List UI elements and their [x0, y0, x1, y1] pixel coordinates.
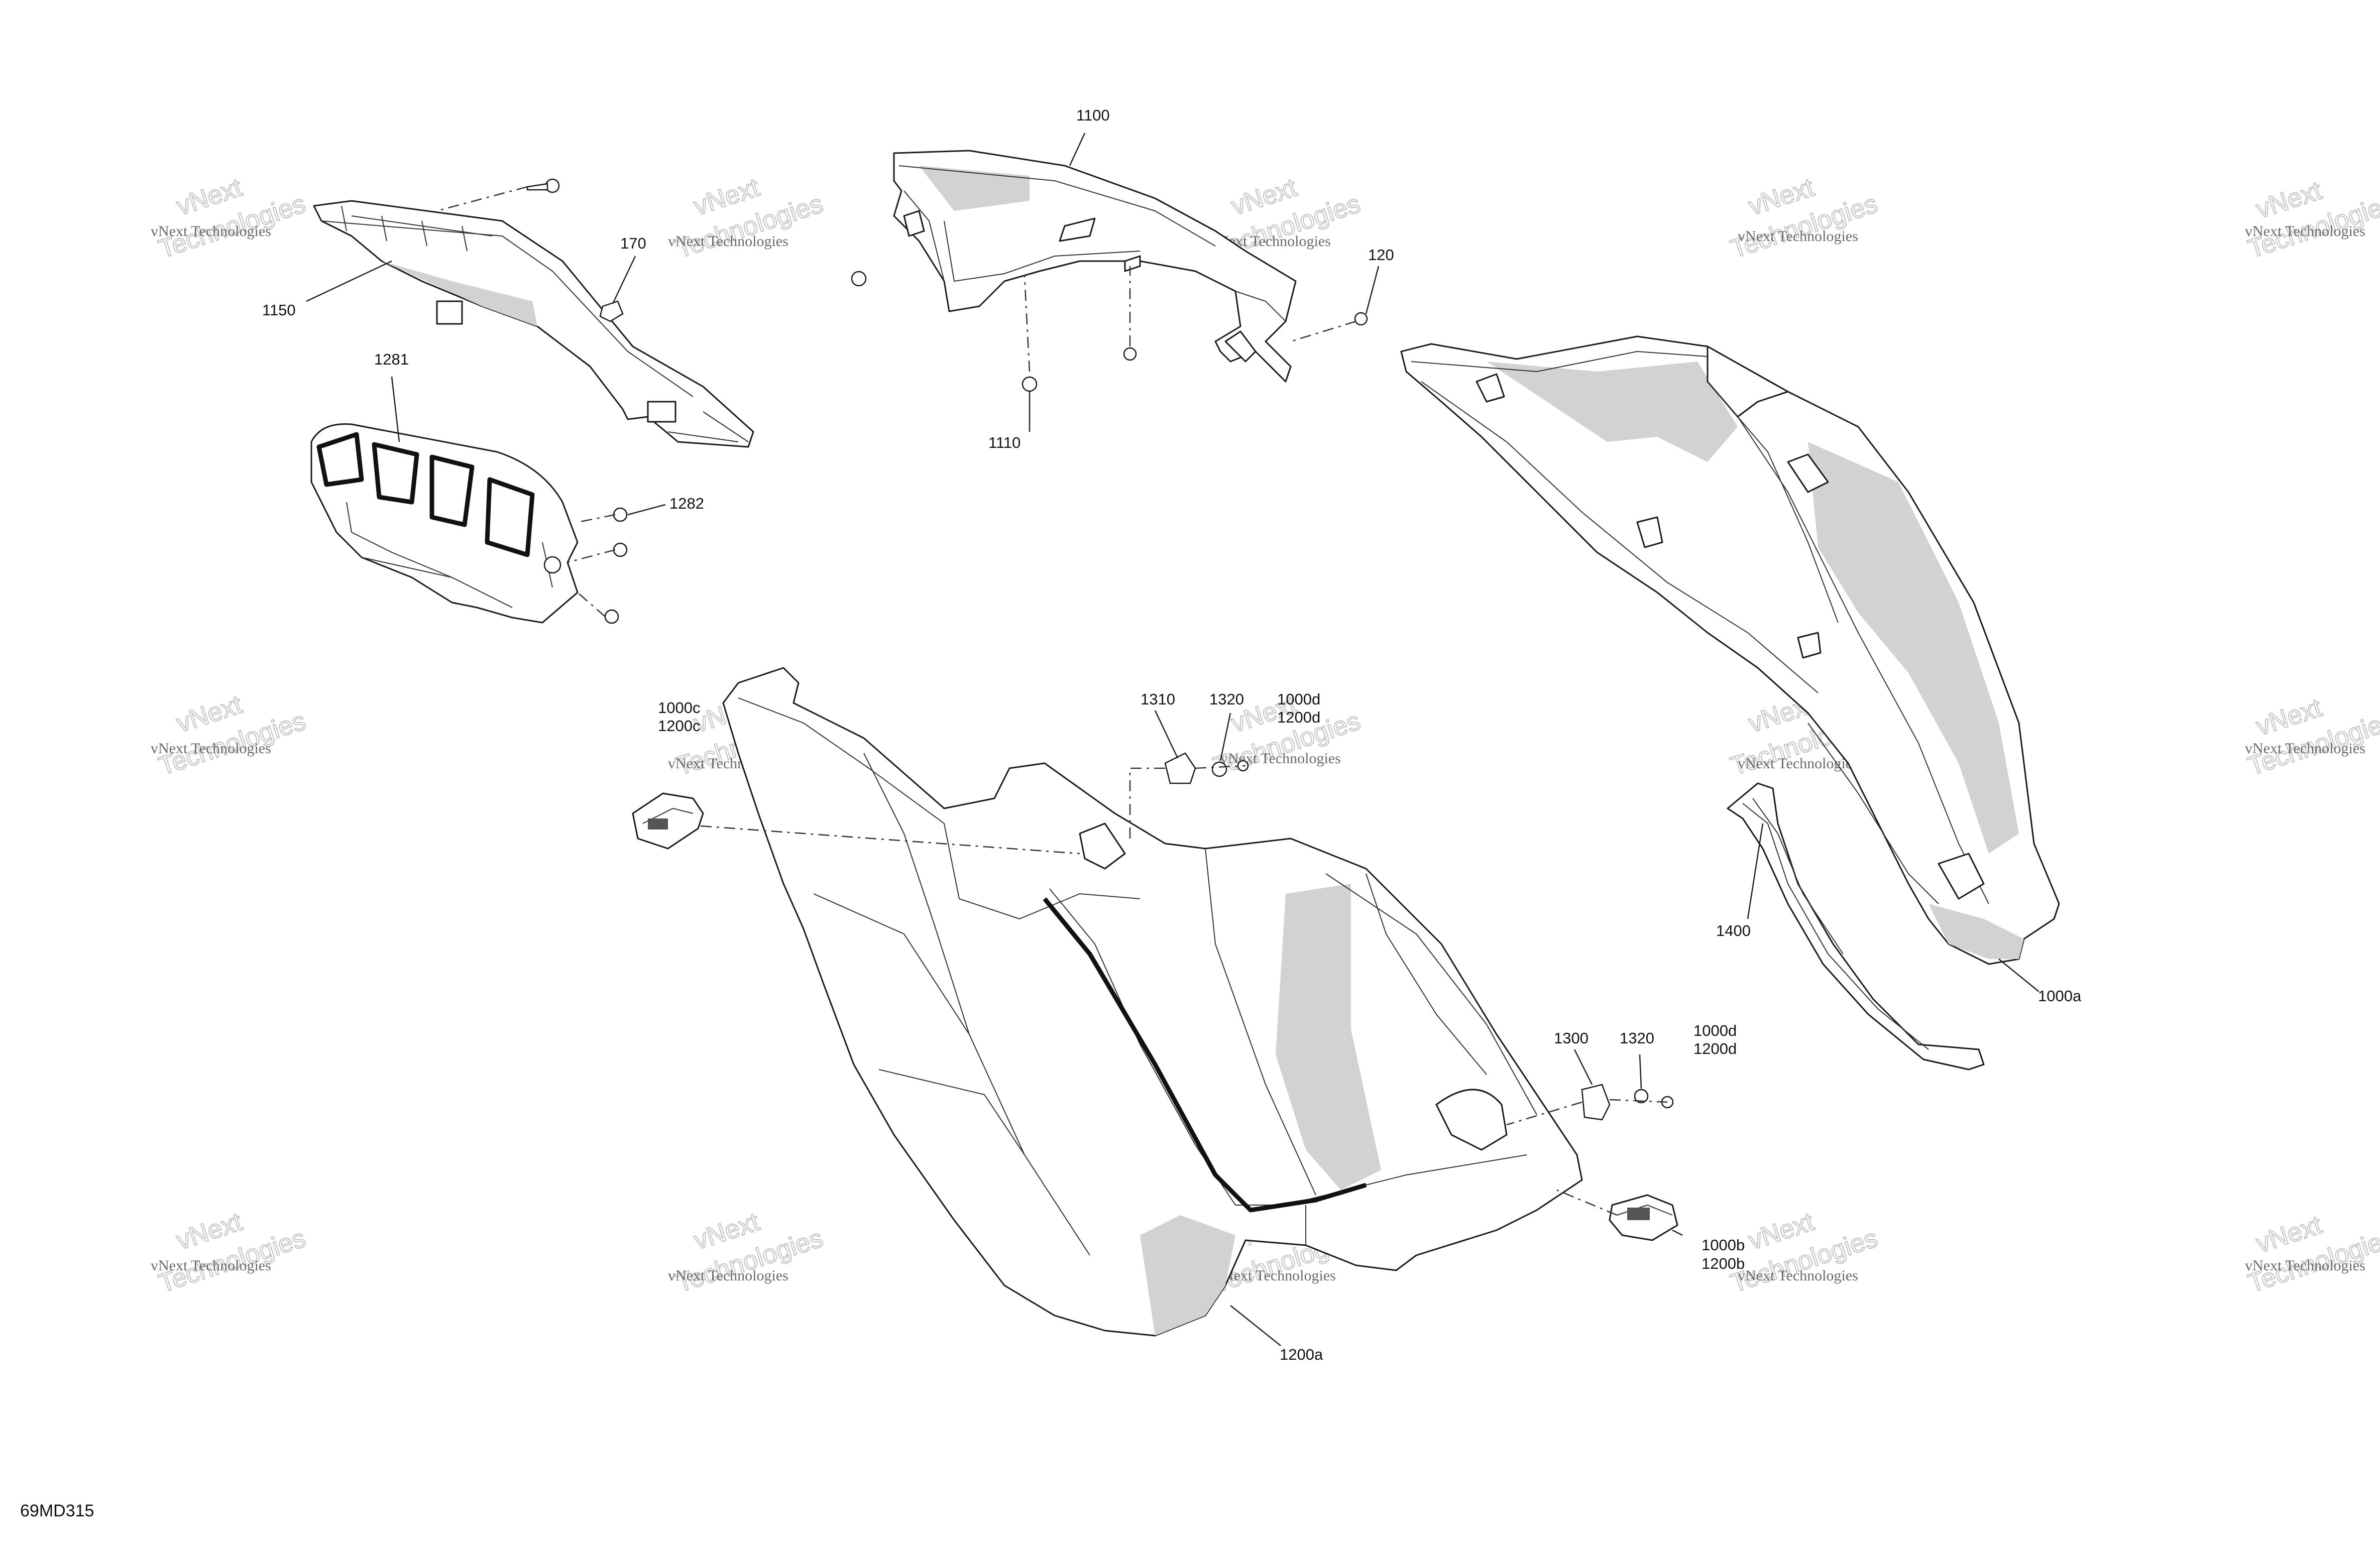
part-1100-center-bracket: [893, 150, 1297, 383]
watermark: vNext Technologies vNext Technologies: [151, 172, 310, 265]
watermark-caption: vNext Technologies: [1738, 1267, 1858, 1284]
watermark: vNext Technologies vNext Technologies: [668, 1207, 827, 1299]
watermark-caption: vNext Technologies: [2245, 1257, 2365, 1274]
callout-1200d-bottom: 1200d: [1693, 1040, 1737, 1057]
part-1200a-front-panel: [722, 667, 1583, 1337]
screw-icon: [613, 542, 628, 557]
assembly-lines: [436, 186, 1668, 1216]
callout-170: 170: [620, 234, 646, 252]
callout-120: 120: [1368, 246, 1394, 264]
watermark: vNext Technologies vNext Technologies: [1727, 1207, 1882, 1299]
callout-1320-bottom: 1320: [1620, 1029, 1654, 1047]
callout-1281: 1281: [374, 350, 409, 368]
watermark: vNext Technologies vNext Technologies: [668, 172, 827, 265]
callout-1300: 1300: [1554, 1029, 1589, 1047]
part-1400-trim-strip: [1727, 782, 1985, 1071]
callout-1200b: 1200b: [1702, 1255, 1745, 1272]
watermark: vNext Technologies vNext Technologies: [2244, 1210, 2380, 1298]
callout-labels: 1100 170 1150 120 1110 1281 1282 1000c 1…: [262, 106, 2082, 1363]
watermark: vNext Technologies vNext Technologies: [1727, 172, 1882, 265]
seal-1320-icon: [1211, 761, 1227, 777]
callout-1000b: 1000b: [1702, 1236, 1745, 1254]
callout-1100: 1100: [1076, 106, 1110, 124]
watermark: vNext Technologies vNext Technologies: [2244, 175, 2380, 264]
bulb-socket-1310-icon: [1164, 752, 1196, 784]
seal-1320-icon: [1634, 1089, 1649, 1104]
watermark-caption: vNext Technologies: [151, 740, 271, 757]
nut-170-icon: [599, 300, 624, 322]
watermark-caption: vNext Technologies: [2245, 223, 2365, 240]
watermark-caption: vNext Technologies: [668, 1267, 788, 1284]
callout-1110: 1110: [988, 434, 1021, 451]
callout-1000c: 1000c: [658, 699, 700, 717]
part-1000b-light: [1609, 1194, 1678, 1241]
part-1000c-light: [632, 792, 704, 850]
callout-1320-top: 1320: [1209, 690, 1244, 708]
callout-1150: 1150: [262, 301, 296, 319]
watermark-caption: vNext Technologies: [2245, 740, 2365, 757]
callout-1000d-top: 1000d: [1277, 690, 1320, 708]
callout-1000d-bottom: 1000d: [1693, 1022, 1737, 1039]
screw-icon: [604, 609, 619, 624]
nut-icon: [851, 271, 867, 287]
screw-1282-icon: [613, 507, 628, 522]
watermark-caption: vNext Technologies: [151, 1257, 271, 1274]
screw-1110-icon: [1022, 376, 1038, 392]
callout-1310: 1310: [1141, 690, 1175, 708]
watermark-caption: vNext Technologies: [1738, 755, 1858, 772]
watermark: vNext Technologies vNext Technologies: [151, 1207, 310, 1299]
watermark: vNext Technologies vNext Technologies: [2244, 692, 2380, 781]
callout-1000a: 1000a: [2038, 987, 2082, 1005]
part-1000a-right-panel: [1400, 335, 2060, 965]
screw-120-icon: [1354, 312, 1368, 326]
part-1281-gauge-panel: [310, 423, 579, 624]
callout-1200d-top: 1200d: [1277, 708, 1320, 726]
callout-1400: 1400: [1716, 922, 1751, 939]
screw-icon: [1123, 347, 1137, 361]
diagram-code: 69MD315: [20, 1501, 94, 1520]
watermark: vNext Technologies vNext Technologies: [151, 689, 310, 782]
fasteners: [526, 178, 1674, 1121]
callout-1200c: 1200c: [658, 717, 700, 735]
screw-icon: [526, 183, 548, 191]
watermark-caption: vNext Technologies: [1215, 1267, 1336, 1284]
callout-1282: 1282: [669, 495, 704, 512]
leader-lines: [306, 133, 2039, 1346]
callout-1200a: 1200a: [1280, 1346, 1323, 1363]
watermark-caption: vNext Technologies: [151, 223, 271, 240]
watermark-caption: vNext Technologies: [1738, 228, 1858, 245]
watermark-caption: vNext Technologies: [668, 233, 788, 250]
bulb-socket-1300-icon: [1581, 1084, 1611, 1121]
part-1150-top-bracket: [313, 200, 754, 448]
